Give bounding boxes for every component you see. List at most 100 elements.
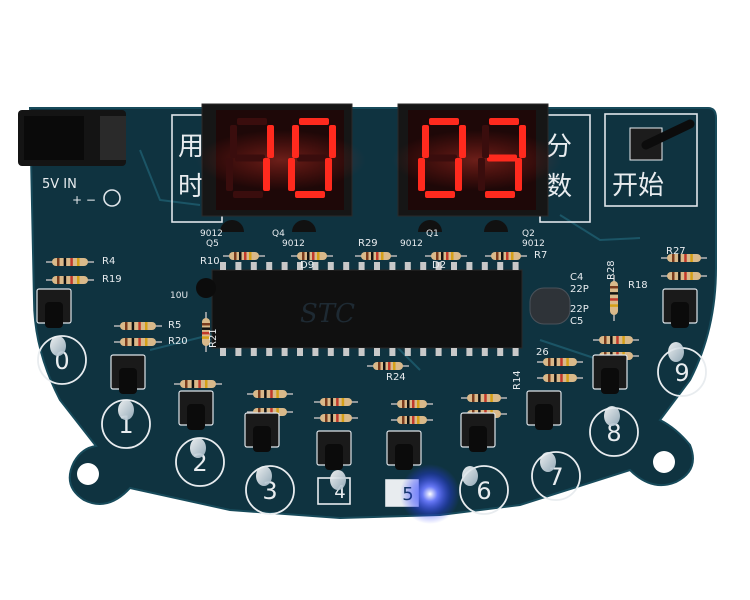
chip-pin (327, 262, 334, 270)
chip-pin (358, 348, 365, 356)
left-digit-2: 0 (282, 182, 288, 193)
key-6[interactable]: 6 (459, 412, 509, 515)
chip-pin (343, 348, 350, 356)
led-8 (604, 406, 620, 426)
resistor-22 (593, 336, 639, 344)
led-1 (118, 400, 134, 420)
resistor-2 (46, 276, 94, 284)
key-number-4: 4 (334, 482, 345, 503)
resistor-24 (610, 275, 618, 321)
display-right (392, 103, 562, 217)
resistor-11 (174, 380, 222, 388)
key-plunger-0[interactable] (45, 302, 63, 328)
chip-pin (343, 262, 350, 270)
key-plunger-1[interactable] (119, 368, 137, 394)
resistor-17 (391, 416, 433, 424)
number-circle-2 (175, 437, 225, 487)
key-plunger-3[interactable] (253, 426, 271, 452)
key-number-9: 9 (674, 359, 689, 387)
label-t6: 9012 (400, 239, 423, 249)
label-r21: R21 (208, 328, 219, 348)
start-label[interactable]: 开始 (612, 171, 664, 201)
digit-2-seg-c (325, 158, 332, 191)
label-r19: R19 (102, 274, 122, 285)
digit-4-seg-c (515, 158, 522, 191)
digit-2-seg-e (288, 158, 295, 191)
resistor-10 (202, 312, 210, 352)
digit-3 (418, 118, 466, 198)
digit-1-seg-d (233, 191, 263, 198)
label-t4: 9012 (282, 239, 305, 249)
label-r7: R7 (534, 250, 547, 261)
digit-3-seg-b (459, 125, 466, 158)
key-plunger-8[interactable] (601, 368, 619, 394)
key-plunger-7[interactable] (535, 404, 553, 430)
label-r14: R14 (512, 370, 523, 390)
mount-hole-right (653, 451, 675, 473)
chip-pin (327, 348, 334, 356)
key-plunger-6[interactable] (469, 426, 487, 452)
key-3[interactable]: 3 (244, 412, 295, 515)
resistor-18 (461, 394, 507, 402)
key-4[interactable]: 4 (316, 430, 352, 505)
key-9[interactable]: 9 (657, 288, 707, 397)
resistor-6 (291, 252, 333, 260)
label-r28: R28 (606, 260, 617, 280)
label-t1: 9012 (200, 229, 223, 239)
resistor-14 (314, 398, 358, 406)
resistor-4 (114, 338, 162, 346)
digit-4-seg-d (485, 191, 515, 198)
key-plunger-5[interactable] (395, 444, 413, 470)
chip-pin (466, 348, 473, 356)
chip-pin (389, 262, 396, 270)
key-1[interactable]: 1 (101, 354, 151, 449)
chip-pin (220, 262, 226, 270)
label-r20: R20 (168, 336, 188, 347)
label-22p-a: 22P (570, 284, 589, 295)
chip-pin (374, 262, 380, 270)
label-r29: R29 (358, 238, 378, 249)
chip-pin (466, 262, 473, 270)
chip-pin (512, 348, 519, 356)
resistor-3 (114, 322, 162, 330)
key-7[interactable]: 7 (526, 390, 581, 501)
chip-pin (312, 262, 319, 270)
digit-2-seg-d (295, 191, 325, 198)
resistor-1 (46, 258, 94, 266)
key-plunger-2[interactable] (187, 404, 205, 430)
cap-label: 10U (170, 291, 188, 301)
key-2[interactable]: 2 (175, 390, 225, 487)
digit-4-seg-a (489, 118, 519, 125)
digit-1-seg-c (263, 158, 270, 191)
chip-pin (235, 348, 242, 356)
number-circle-0 (37, 335, 87, 385)
resistor-12 (247, 390, 293, 398)
digit-2-seg-b (329, 125, 336, 158)
start-button[interactable] (629, 119, 695, 161)
resistor-27 (367, 362, 409, 370)
crystal (529, 287, 571, 325)
digit-2 (288, 118, 336, 198)
right-digit-1: 0 (420, 182, 426, 193)
key-0[interactable]: 0 (36, 288, 87, 385)
chip-pin (404, 262, 411, 270)
key-plunger-9[interactable] (671, 302, 689, 328)
led-2 (190, 438, 206, 458)
chip-pin (374, 348, 380, 356)
number-circle-6 (459, 465, 509, 515)
polarity-icon (103, 189, 121, 207)
key-plunger-4[interactable] (325, 444, 343, 470)
digit-4-seg-e (478, 158, 485, 191)
seven-segment-digits (226, 118, 526, 198)
chip-pin (451, 348, 457, 356)
key-8[interactable]: 8 (589, 354, 639, 457)
label-r18: R18 (628, 280, 648, 291)
digit-3-seg-e (418, 158, 425, 191)
led-0 (50, 336, 66, 356)
power-jack (18, 110, 126, 166)
chip-pin (420, 262, 427, 270)
resistor-25 (661, 254, 707, 262)
label-r24: R24 (386, 372, 406, 383)
digit-3-seg-g (427, 154, 457, 162)
